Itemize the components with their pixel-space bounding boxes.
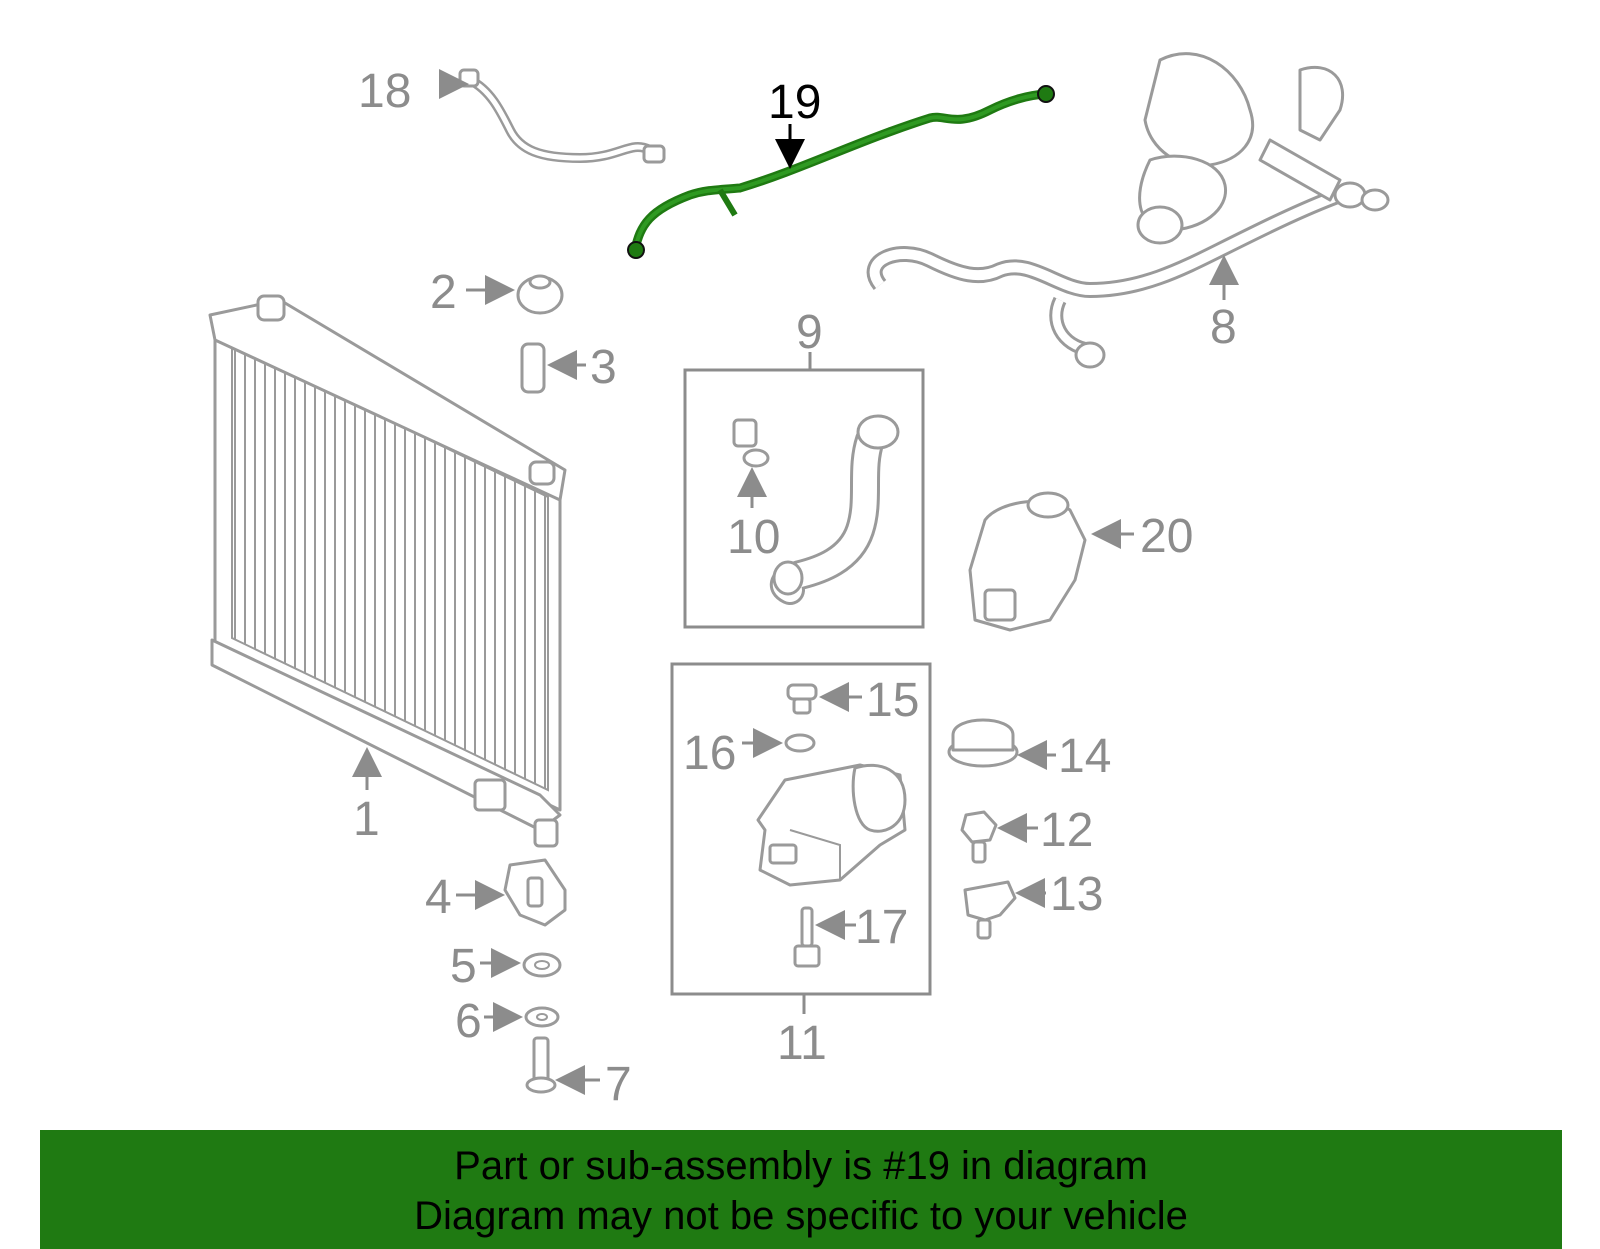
part-1-radiator[interactable] xyxy=(208,294,567,848)
callout-20: 20 xyxy=(1140,510,1193,563)
callout-5: 5 xyxy=(450,940,477,993)
part-16-seal[interactable] xyxy=(784,733,816,753)
part-18-hose[interactable] xyxy=(458,68,666,164)
part-5-grommet[interactable] xyxy=(522,952,562,978)
part-2-cap[interactable] xyxy=(516,274,564,315)
callout-12: 12 xyxy=(1040,804,1093,857)
part-7-bolt[interactable] xyxy=(525,1036,557,1094)
parts-diagram: 18 19 2 3 1 4 xyxy=(208,52,1390,1111)
callout-11: 11 xyxy=(777,1017,827,1070)
part-8-pipe-assembly[interactable] xyxy=(866,52,1390,369)
callout-10: 10 xyxy=(727,511,780,564)
callout-2: 2 xyxy=(430,266,457,319)
callout-8: 8 xyxy=(1210,301,1237,354)
part-10-connector[interactable] xyxy=(732,418,770,468)
part-19-hose[interactable] xyxy=(627,85,1055,259)
callout-7: 7 xyxy=(605,1058,632,1111)
callout-19: 19 xyxy=(768,76,821,129)
banner-line-1: Part or sub-assembly is #19 in diagram xyxy=(454,1144,1148,1188)
callout-16: 16 xyxy=(683,727,736,780)
part-15-cap[interactable] xyxy=(786,683,818,715)
callout-13: 13 xyxy=(1050,868,1103,921)
part-4-bracket[interactable] xyxy=(503,858,567,927)
callout-1: 1 xyxy=(353,793,380,846)
callout-9: 9 xyxy=(796,306,823,359)
part-14-cap[interactable] xyxy=(947,718,1019,768)
part-11-reservoir[interactable] xyxy=(756,763,907,887)
part-9-hose[interactable] xyxy=(770,414,900,605)
banner-line-2: Diagram may not be specific to your vehi… xyxy=(414,1194,1188,1238)
callout-3: 3 xyxy=(590,341,617,394)
part-3-sleeve[interactable] xyxy=(520,342,546,394)
part-17-sensor[interactable] xyxy=(793,906,821,968)
part-12-bolt[interactable] xyxy=(960,810,998,864)
callout-17: 17 xyxy=(855,901,908,954)
callout-6: 6 xyxy=(455,995,482,1048)
part-13-sensor[interactable] xyxy=(963,880,1017,940)
callout-4: 4 xyxy=(425,871,452,924)
part-20-thermostat-housing[interactable] xyxy=(968,491,1087,632)
info-banner: Part or sub-assembly is #19 in diagram D… xyxy=(40,1130,1562,1249)
callout-15: 15 xyxy=(866,674,919,727)
part-6-washer[interactable] xyxy=(524,1006,560,1028)
callout-18: 18 xyxy=(358,65,411,118)
callout-14: 14 xyxy=(1058,730,1111,783)
